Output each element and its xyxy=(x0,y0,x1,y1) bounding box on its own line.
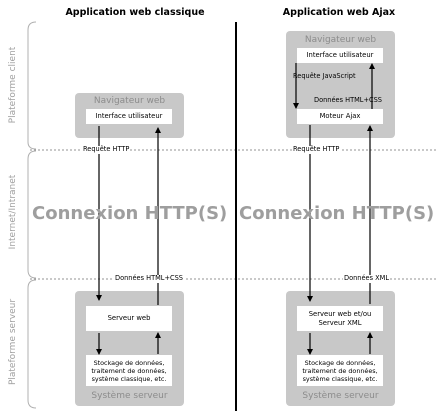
left-ui-label: Interface utilisateur xyxy=(95,112,163,120)
right-response-label: Données XML xyxy=(343,274,390,283)
left-storage-box: Stockage de données, traitement de donné… xyxy=(86,355,172,386)
left-request-label: Requête HTTP xyxy=(82,145,131,154)
right-ui-label: Interface utilisateur xyxy=(306,51,374,59)
side-bracket-server xyxy=(27,279,37,409)
left-web-server-box: Serveur web xyxy=(86,306,172,331)
side-bracket-client xyxy=(27,21,37,150)
side-bracket-internet xyxy=(27,150,37,279)
right-column-title: Application web Ajax xyxy=(282,7,396,18)
side-label-server: Plateforme serveur xyxy=(8,298,18,386)
right-ajax-engine-box: Moteur Ajax xyxy=(297,109,383,124)
left-column-title: Application web classique xyxy=(65,7,205,18)
left-ui-box: Interface utilisateur xyxy=(86,109,172,124)
right-storage-label: Stockage de données, traitement de donné… xyxy=(302,358,378,383)
right-web-server-label: Serveur web et/ou Serveur XML xyxy=(308,309,372,327)
left-response-label: Données HTML+CSS xyxy=(114,274,184,283)
right-request-label: Requête HTTP xyxy=(292,145,341,154)
right-js-request-label: Requête JavaScript xyxy=(293,72,356,80)
right-server-title: Système serveur xyxy=(302,391,379,401)
right-connection-label: Connexion HTTP(S) xyxy=(239,203,435,224)
left-web-server-label: Serveur web xyxy=(107,314,151,322)
right-ajax-engine-label: Moteur Ajax xyxy=(319,112,361,120)
side-label-client: Plateforme client xyxy=(8,46,18,124)
left-storage-label: Stockage de données, traitement de donné… xyxy=(91,358,167,383)
side-label-internet: Internet/Intranet xyxy=(8,174,18,250)
left-browser-title: Navigateur web xyxy=(93,96,166,106)
right-web-server-box: Serveur web et/ou Serveur XML xyxy=(297,306,383,331)
left-connection-label: Connexion HTTP(S) xyxy=(32,203,228,224)
right-storage-box: Stockage de données, traitement de donné… xyxy=(297,355,383,386)
left-server-title: Système serveur xyxy=(91,391,168,401)
right-html-css-label: Données HTML+CSS xyxy=(314,96,382,104)
right-browser-title: Navigateur web xyxy=(304,35,377,45)
right-ui-box: Interface utilisateur xyxy=(297,48,383,63)
